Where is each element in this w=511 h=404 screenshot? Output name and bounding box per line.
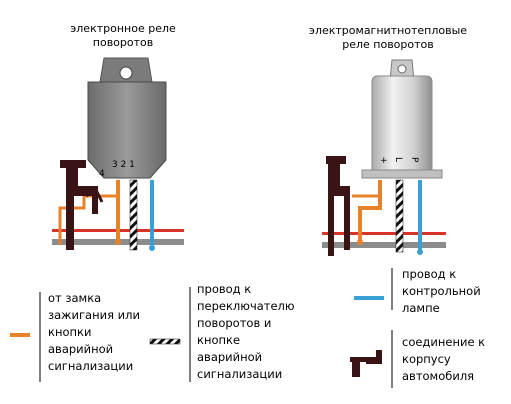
right-relay-title-line1: электромагнитнотепловые <box>308 24 468 37</box>
legend-blue-line: контрольной <box>402 284 481 298</box>
legend-striped-line: кнопке <box>197 333 241 347</box>
legend-orange-line: кнопки <box>48 325 92 339</box>
striped-wire-right <box>395 179 404 253</box>
legend-orange-line: зажигания или <box>48 308 140 322</box>
legend-blue-text: провод к контрольной лампе <box>402 266 507 317</box>
left-relay-title-line1: электронное реле <box>70 22 176 35</box>
legend-ground-line: корпусу <box>402 352 451 366</box>
ground-connector-left <box>60 160 98 250</box>
right-relay-body <box>371 75 433 173</box>
ground-connector-right <box>326 156 350 256</box>
right-relay-pin-p: P <box>409 157 419 163</box>
legend-ground-text: соединение к корпусу автомобиля <box>402 334 507 385</box>
right-relay: + L P <box>361 59 443 179</box>
legend-blue-swatch <box>354 296 384 300</box>
legend-striped-text: провод к переключателю поворотов и кнопк… <box>197 281 317 383</box>
left-relay-title: электронное реле поворотов <box>48 22 198 50</box>
striped-wire-left <box>129 179 138 251</box>
right-relay-pin-l: L <box>393 157 403 162</box>
legend-orange-swatch <box>10 333 30 337</box>
legend-striped-line: провод к <box>197 282 252 296</box>
legend-orange-line: аварийной <box>48 342 114 356</box>
legend-orange-text: от замка зажигания или кнопки аварийной … <box>48 290 148 375</box>
right-relay-tab-hole <box>397 64 407 74</box>
orange-branch-right <box>352 180 382 198</box>
left-relay-body <box>87 81 167 179</box>
legend-ground-icon <box>350 350 382 377</box>
legend-orange-line: сигнализации <box>48 359 134 373</box>
right-relay-base <box>361 169 443 179</box>
legend-orange-line: от замка <box>48 291 102 305</box>
orange-wire-right <box>358 180 382 240</box>
legend-striped-swatch <box>149 338 181 345</box>
legend-striped-line: аварийной <box>197 350 263 364</box>
legend-striped-line: сигнализации <box>197 367 283 381</box>
legend-symbols <box>10 268 393 388</box>
left-relay: 3 2 1 4 <box>87 57 167 179</box>
legend-ground-line: соединение к <box>402 335 486 349</box>
left-relay-title-line2: поворотов <box>92 36 154 49</box>
gray-bus-right <box>322 242 446 248</box>
legend-striped-line: поворотов и <box>197 316 272 330</box>
left-relay-pin-labels-top: 3 2 1 <box>112 160 135 170</box>
left-relay-pin-label-4: 4 <box>99 169 105 179</box>
right-relay-title-line2: реле поворотов <box>342 38 434 51</box>
red-bus-right <box>322 232 446 235</box>
right-relay-title: электромагнитнотепловые реле поворотов <box>288 24 488 52</box>
legend-blue-line: лампе <box>402 301 440 315</box>
legend-striped-line: переключателю <box>197 299 295 313</box>
left-wiring <box>52 160 184 251</box>
right-relay-pin-plus: + <box>380 156 388 166</box>
legend-ground-line: автомобиля <box>402 369 475 383</box>
right-wiring <box>322 156 446 256</box>
left-relay-tab-hole <box>119 66 133 80</box>
legend-blue-line: провод к <box>402 267 457 281</box>
